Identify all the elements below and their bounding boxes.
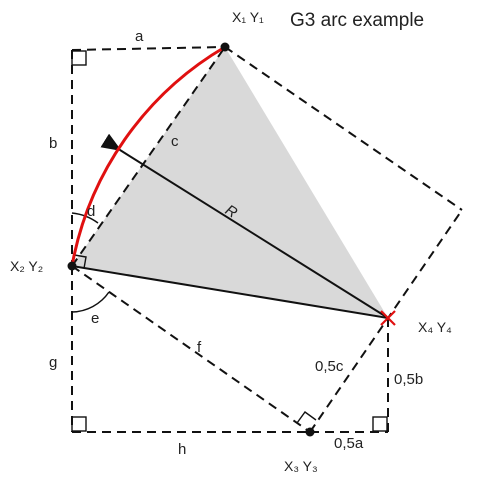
point-p1 xyxy=(220,42,230,52)
right-angle-p3 xyxy=(296,411,317,424)
line-f xyxy=(71,265,311,433)
label-b: b xyxy=(49,135,57,152)
label-half-a: 0,5a xyxy=(334,435,364,452)
right-angle-p2 xyxy=(74,254,87,269)
label-c: c xyxy=(171,133,179,150)
label-p4: X₄ Y₄ xyxy=(418,319,452,335)
right-angle-markers xyxy=(71,50,388,432)
label-d: d xyxy=(87,203,95,220)
point-p4-cross-icon xyxy=(380,310,396,326)
g3-arc xyxy=(70,45,226,267)
right-angle-top-left xyxy=(71,50,87,66)
line-a xyxy=(71,46,226,51)
line-p2-p4 xyxy=(71,265,389,319)
label-a: a xyxy=(135,28,144,45)
label-half-c: 0,5c xyxy=(315,358,344,375)
right-angle-bottom-right xyxy=(372,416,388,432)
label-half-b: 0,5b xyxy=(394,371,423,388)
radius-line xyxy=(100,133,389,319)
label-p1: X₁ Y₁ xyxy=(232,9,264,25)
label-p2: X₂ Y₂ xyxy=(10,258,43,274)
label-e: e xyxy=(91,310,99,327)
right-angle-bottom-left xyxy=(71,416,87,432)
label-p3: X₃ Y₃ xyxy=(284,458,318,474)
arc-sector-fill xyxy=(72,47,388,318)
label-f: f xyxy=(197,339,202,356)
angle-e-arc xyxy=(71,291,110,313)
diagram-title: G3 arc example xyxy=(290,10,424,31)
line-p1-outer xyxy=(224,46,463,211)
point-p2 xyxy=(67,261,77,271)
point-p3 xyxy=(305,427,315,437)
construction-lines xyxy=(71,46,463,433)
label-g: g xyxy=(49,354,57,371)
label-h: h xyxy=(178,441,186,458)
